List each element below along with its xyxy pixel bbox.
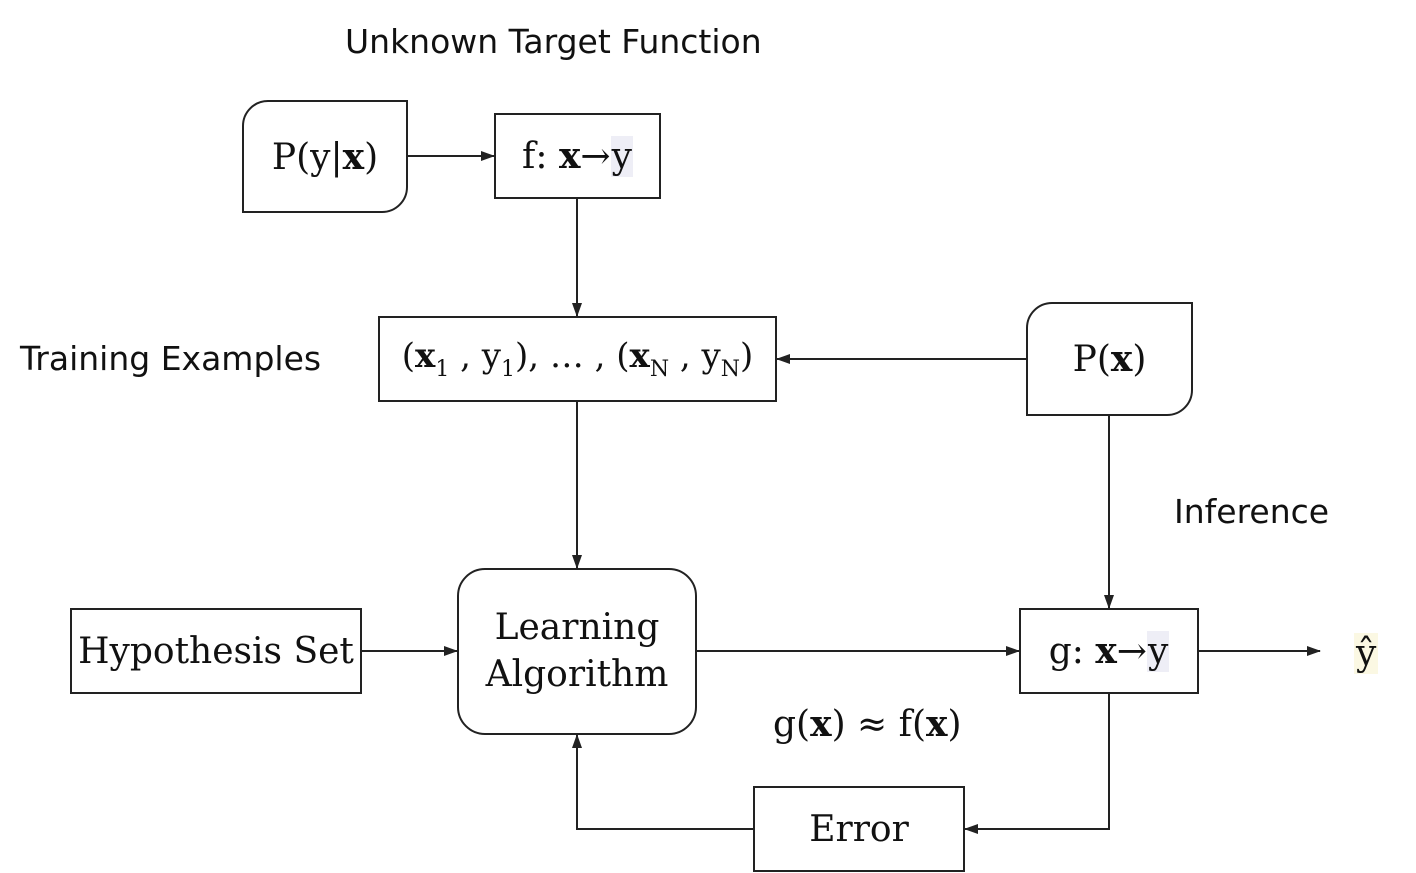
node-p-x-suffix: ) [1132, 339, 1147, 380]
node-hypothesis-set-label: Hypothesis Set [78, 630, 354, 672]
approx-close: ) [947, 704, 962, 745]
node-final-hypothesis: g: x→y [1019, 608, 1199, 694]
approx-f-x: x [926, 703, 948, 745]
prediction-output: ŷ [1354, 633, 1379, 674]
te-y1-sub: 1 [500, 357, 515, 382]
node-final-hypothesis-input: x [1095, 630, 1117, 672]
node-p-y-given-x-prefix: P(y| [271, 136, 343, 178]
node-hypothesis-set: Hypothesis Set [70, 608, 362, 694]
arrow-error-to-algorithm [572, 734, 753, 830]
node-target-function-input: x [558, 135, 581, 177]
node-error: Error [753, 786, 965, 872]
te-close: ) [739, 336, 754, 376]
node-p-y-given-x-label: P(y|x) [272, 136, 378, 178]
node-error-label: Error [809, 808, 909, 850]
node-p-y-given-x: P(y|x) [242, 100, 408, 213]
node-final-hypothesis-output: y [1146, 631, 1170, 672]
node-p-x-label: P(x) [1073, 338, 1147, 380]
node-training-examples: (x1 , y1), … , (xN , yN) [378, 316, 777, 402]
te-sep2: , y [669, 336, 721, 376]
node-target-function-label: f: x→y [522, 135, 633, 177]
node-target-function-arrow: → [580, 136, 611, 177]
te-xN: x [629, 336, 650, 376]
node-target-function-output: y [610, 136, 633, 177]
te-xN-sub: N [649, 357, 670, 382]
label-inference: Inference [1174, 492, 1330, 531]
node-final-hypothesis-arrow: → [1116, 631, 1147, 672]
prediction-label: ŷ [1354, 633, 1379, 674]
node-learning-algorithm: Learning Algorithm [457, 568, 697, 735]
te-x1-sub: 1 [435, 357, 450, 382]
te-x1: x [415, 336, 436, 376]
node-final-hypothesis-prefix: g: [1048, 631, 1096, 672]
node-final-hypothesis-label: g: x→y [1049, 630, 1170, 672]
node-p-x-var: x [1110, 338, 1133, 380]
approximation-label: g(x) ≈ f(x) [773, 706, 962, 743]
te-sep1: , y [449, 336, 501, 376]
approx-g-open: g( [773, 704, 811, 745]
te-open: ( [401, 336, 416, 376]
node-learning-algorithm-label: Learning Algorithm [486, 605, 669, 699]
node-p-y-given-x-suffix: ) [364, 136, 379, 178]
te-yN-sub: N [720, 357, 740, 382]
node-p-y-given-x-var: x [342, 135, 365, 178]
te-mid: ), … , ( [514, 336, 630, 376]
node-training-examples-label: (x1 , y1), … , (xN , yN) [402, 336, 753, 382]
approx-g-x: x [810, 703, 832, 745]
arrow-hypothesis-to-error [964, 694, 1110, 834]
label-training-examples: Training Examples [20, 339, 322, 378]
node-learning-algorithm-line2: Algorithm [485, 653, 669, 695]
approx-mid: ) ≈ f( [831, 704, 927, 745]
label-unknown-target-function: Unknown Target Function [345, 22, 762, 61]
node-target-function-prefix: f: [522, 136, 559, 177]
node-target-function: f: x→y [494, 113, 661, 199]
node-learning-algorithm-line1: Learning [494, 606, 660, 648]
node-p-x-prefix: P( [1072, 339, 1111, 380]
node-p-x: P(x) [1026, 302, 1193, 416]
